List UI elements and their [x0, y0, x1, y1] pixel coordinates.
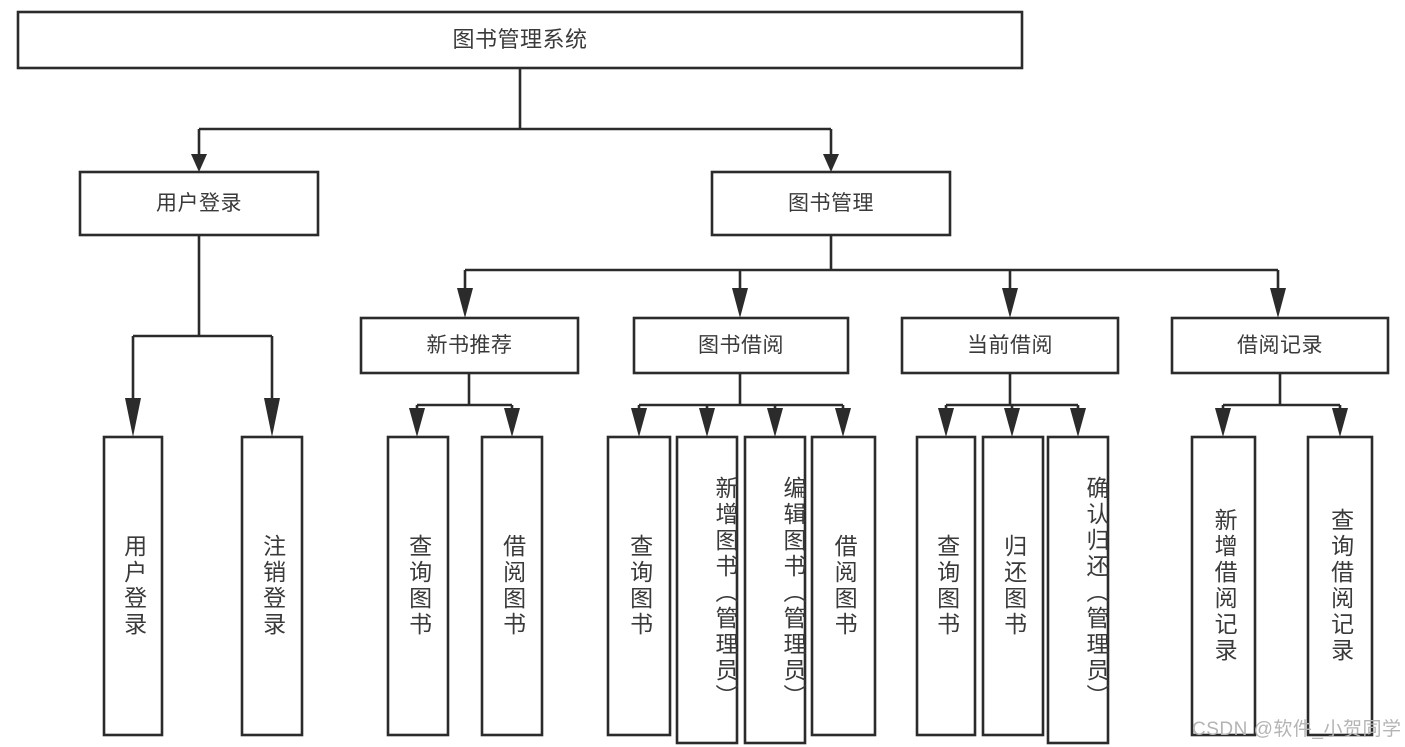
node-new-book-rec[interactable]: [359, 316, 580, 375]
arrow-cb-leaf-2: [1004, 408, 1020, 437]
arrow-br-leaf-1: [1215, 408, 1231, 437]
arrow-bb-leaf-3: [767, 408, 783, 437]
leaf-current-borrow-2[interactable]: [981, 435, 1045, 737]
arrow-to-new-book-rec: [457, 288, 473, 318]
arrow-to-book-borrow: [732, 288, 748, 318]
leaf-new-book-2[interactable]: [480, 435, 544, 737]
arrow-to-user-login: [191, 154, 207, 172]
leaf-book-borrow-4[interactable]: [810, 435, 877, 737]
arrow-bb-leaf-2: [699, 408, 715, 437]
arrow-br-leaf-2: [1332, 408, 1348, 437]
arrow-bb-leaf-1: [631, 408, 647, 437]
leaf-book-borrow-3[interactable]: [743, 435, 807, 745]
arrow-ul-leaf-1: [125, 398, 141, 437]
node-current-borrow[interactable]: [900, 316, 1120, 375]
node-root[interactable]: [16, 10, 1024, 70]
leaf-new-book-1[interactable]: [386, 435, 450, 737]
leaf-user-login-2[interactable]: [240, 435, 304, 737]
leaf-current-borrow-1[interactable]: [915, 435, 977, 737]
leaf-user-login-1[interactable]: [102, 435, 164, 737]
arrow-nb-leaf-1: [409, 408, 425, 437]
node-book-manage[interactable]: [710, 170, 952, 237]
arrow-to-book-manage: [823, 154, 839, 172]
leaf-current-borrow-3[interactable]: [1046, 435, 1110, 745]
arrow-bb-leaf-4: [835, 408, 851, 437]
leaf-borrow-record-1[interactable]: [1190, 435, 1257, 737]
leaf-book-borrow-1[interactable]: [606, 435, 672, 737]
leaf-borrow-record-2[interactable]: [1306, 435, 1374, 737]
node-borrow-record[interactable]: [1170, 316, 1390, 375]
leaf-book-borrow-2[interactable]: [675, 435, 739, 745]
node-book-borrow[interactable]: [632, 316, 850, 375]
node-user-login[interactable]: [78, 170, 320, 237]
arrow-ul-leaf-2: [264, 398, 280, 437]
arrow-to-current-borrow: [1002, 288, 1018, 318]
arrow-cb-leaf-3: [1070, 408, 1086, 437]
arrow-cb-leaf-1: [938, 408, 954, 437]
arrow-nb-leaf-2: [504, 408, 520, 437]
arrow-to-borrow-record: [1270, 288, 1286, 318]
